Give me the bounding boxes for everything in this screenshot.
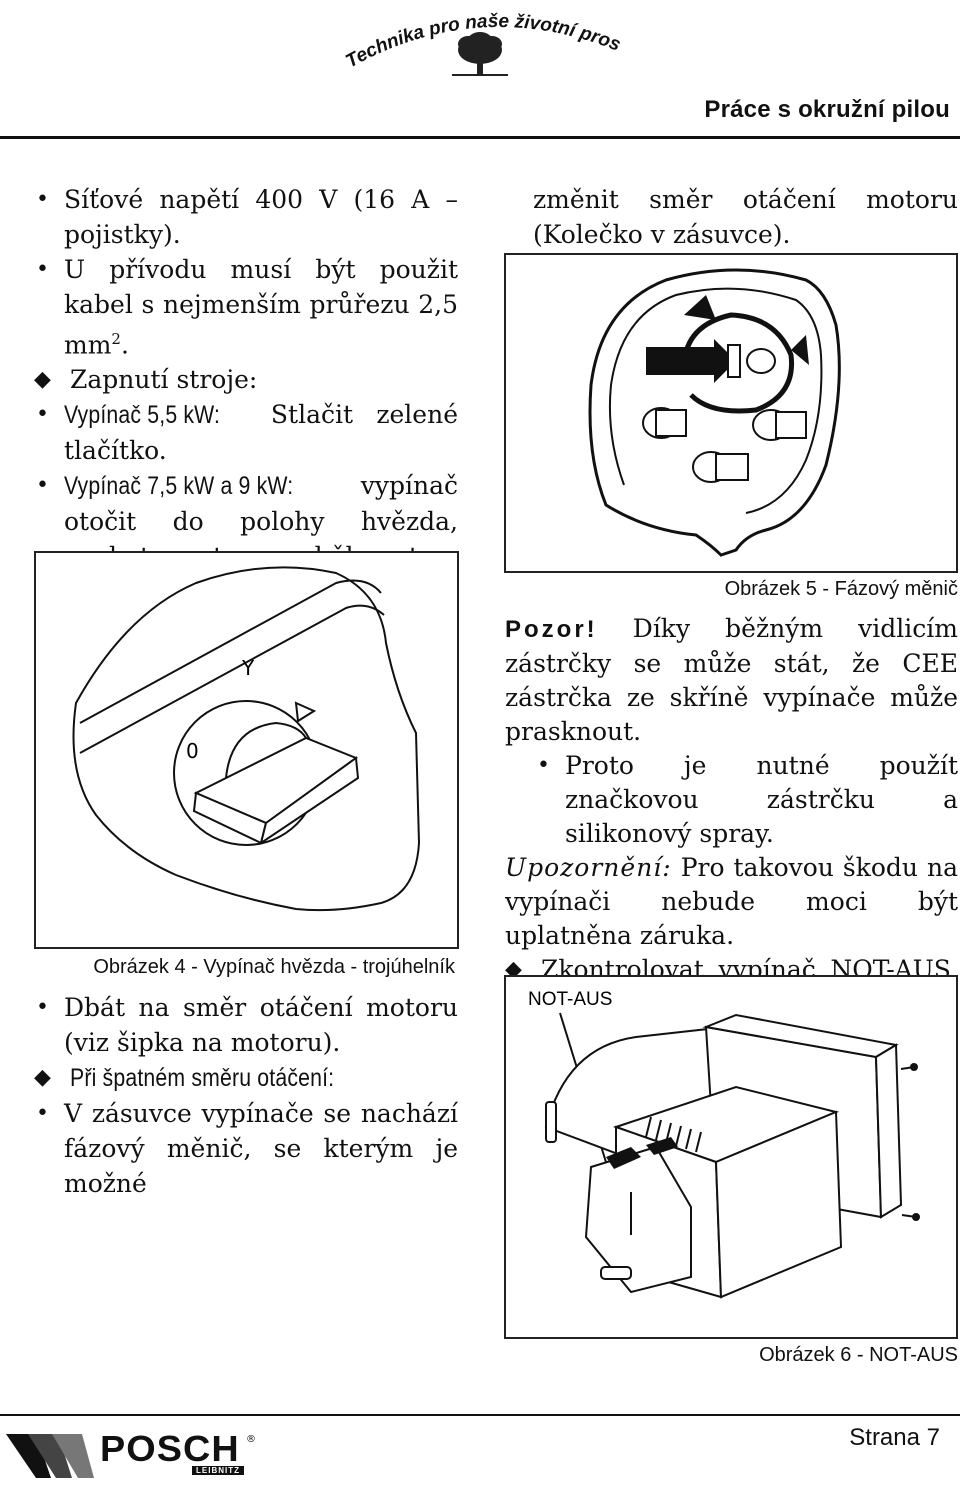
notice-paragraph: Upozornění: Pro takovou škodu na vypínač…: [505, 853, 958, 950]
star-delta-switch-illustration: Y 0: [72, 566, 421, 912]
tree-logo-icon: Technika pro naše životní prostředí: [324, 0, 624, 76]
notaus-label: NOT-AUS: [528, 989, 612, 1010]
bullet-rotation: •Dbát na směr otáčení motoru (viz šipka …: [34, 990, 458, 1060]
bullet-dot-icon: •: [36, 402, 49, 428]
notice-label: Upozornění:: [505, 853, 672, 882]
warning-label: Pozor!: [505, 616, 598, 643]
bullet-dot-icon: •: [36, 473, 49, 499]
bullet-dot-icon: •: [537, 753, 550, 778]
notaus-switch-illustration: NOT-AUS: [528, 989, 920, 1299]
bullet-phase-changer: •V zásuvce vypínače se nachází fázový mě…: [34, 1096, 458, 1201]
fig4-star-symbol: Y: [241, 656, 255, 680]
diamond-bullet-icon: ◆: [34, 367, 51, 393]
header-logo: Technika pro naše životní prostředí: [324, 0, 630, 90]
figure-5-caption: Obrázek 5 - Fázový měnič: [724, 578, 958, 600]
registered-icon: ®: [246, 1434, 256, 1445]
left-column-bottom: •Dbát na směr otáčení motoru (viz šipka …: [34, 990, 458, 1201]
figure-4-caption: Obrázek 4 - Vypínač hvězda - trojúhelník: [93, 956, 455, 978]
phase-changer-illustration: [588, 268, 841, 557]
bullet-voltage: •Síťové napětí 400 V (16 A – pojistky).: [34, 182, 458, 252]
bullet-dot-icon: •: [36, 257, 49, 282]
diamond-item-wrong-rotation: ◆Při špatném směru otáčení:: [34, 1060, 458, 1096]
warning-paragraph: Pozor! Díky běžným vidlicím zástrčky se …: [505, 614, 958, 746]
posch-brand-logo: POSCH LEIBNITZ ®: [100, 1428, 256, 1475]
figure-6-caption: Obrázek 6 - NOT-AUS: [759, 1344, 958, 1366]
right-column-continuation: změnit směr otáčení motoru (Kolečko v zá…: [533, 185, 958, 249]
bullet-dot-icon: •: [36, 1101, 49, 1126]
posch-wing-logo-icon: [6, 1432, 96, 1480]
bullet-cable: •U přívodu musí být použit kabel s nejme…: [34, 252, 458, 362]
rotation-arrow-right-icon: [791, 335, 809, 365]
delta-triangle-icon: [294, 701, 317, 723]
direction-arrow-icon: [646, 339, 736, 383]
right-column-main: Pozor! Díky běžným vidlicím zástrčky se …: [505, 612, 958, 1021]
fig4-zero-symbol: 0: [186, 739, 199, 763]
rotation-arrow-left-icon: [684, 295, 716, 320]
bullet-dot-icon: •: [36, 995, 49, 1020]
bullet-dot-icon: •: [36, 187, 49, 212]
bullet-switch-55: •Vypínač 5,5 kW: Stlačit zelené tlačítko…: [34, 397, 458, 468]
figure-4-star-delta-switch: Y 0: [34, 551, 459, 949]
header-rule: [0, 136, 960, 139]
diamond-item-startup: ◆Zapnutí stroje:: [34, 362, 458, 397]
figure-5-phase-changer: [504, 253, 958, 573]
section-title: Práce s okružní pilou: [704, 96, 950, 123]
page-number: Strana 7: [849, 1424, 940, 1451]
footer-rule: [0, 1414, 960, 1416]
diamond-bullet-icon: ◆: [34, 1065, 51, 1090]
bullet-plug-spray: •Proto je nutné použít značkovou zástrčk…: [537, 751, 958, 848]
figure-6-notaus-switch: NOT-AUS: [504, 975, 958, 1339]
